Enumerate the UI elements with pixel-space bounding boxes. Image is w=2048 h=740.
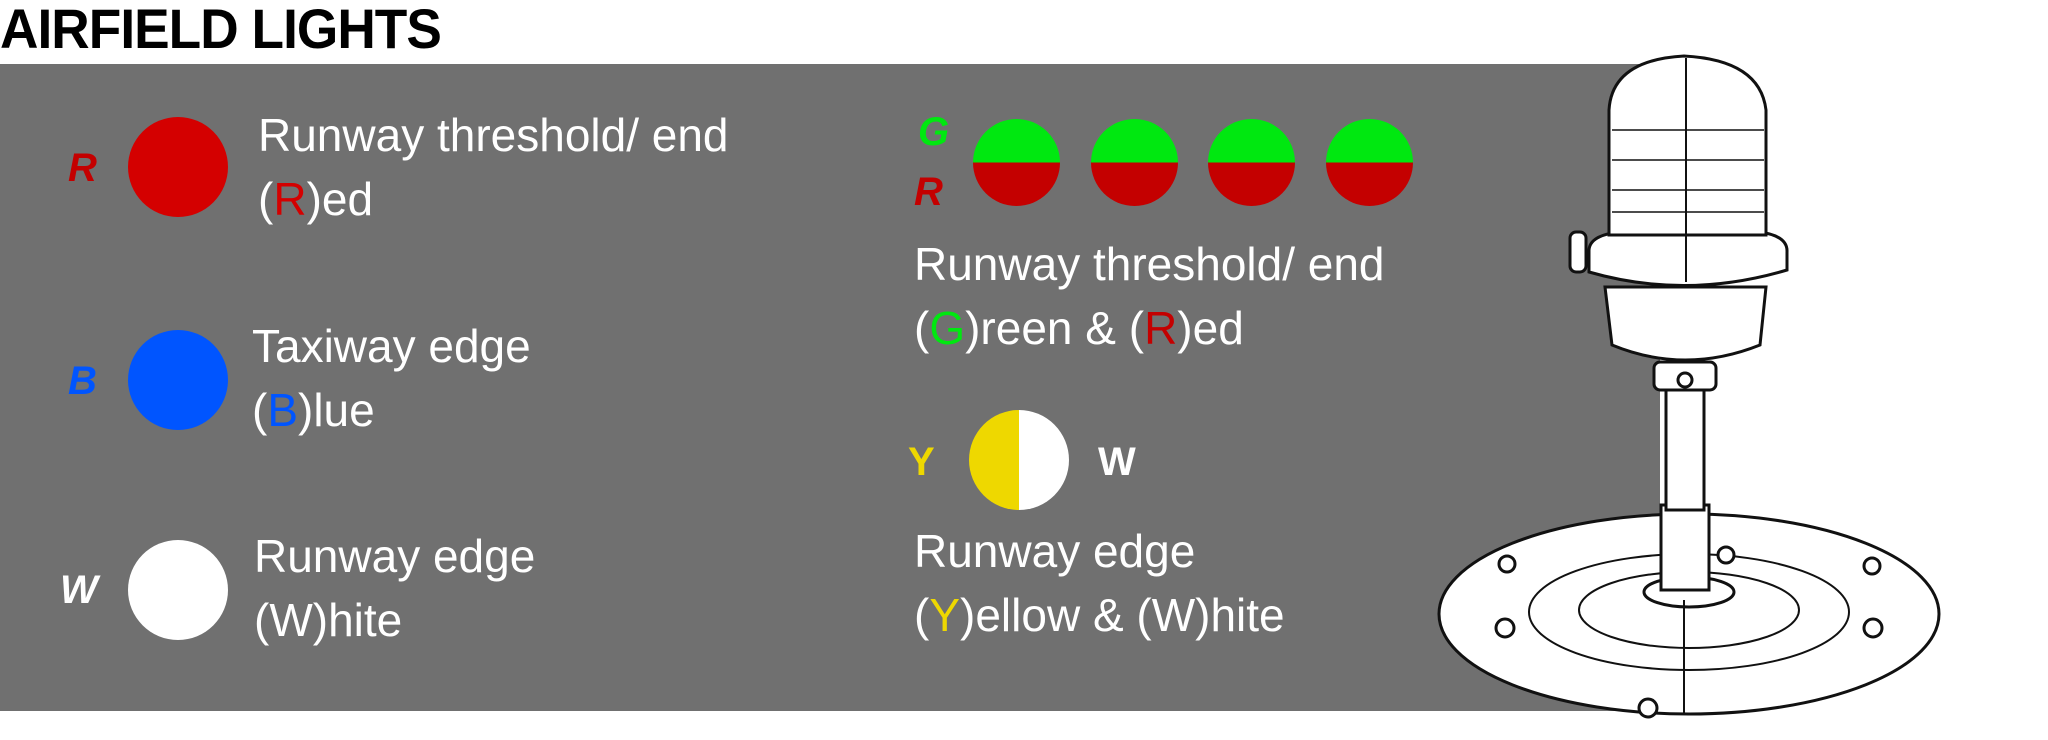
green-red-light-icon bbox=[973, 119, 1060, 206]
blue-label-line1: Taxiway edge bbox=[252, 320, 531, 372]
page-title: AIRFIELD LIGHTS bbox=[0, 0, 442, 60]
blue-label: Taxiway edge (B)lue bbox=[252, 314, 531, 442]
yellow-white-label-line1: Runway edge bbox=[914, 525, 1196, 577]
yellow-white-label: Runway edge (Y)ellow & (W)hite bbox=[914, 519, 1285, 647]
airfield-light-fixture-illustration bbox=[1437, 54, 1941, 719]
red-letter: R bbox=[68, 146, 97, 190]
white-label-line1: Runway edge bbox=[254, 530, 536, 582]
white-light-icon bbox=[128, 540, 228, 640]
white-label: Runway edge (W)hite bbox=[254, 524, 535, 652]
red-label-line2: (R)ed bbox=[258, 173, 374, 225]
red-label: Runway threshold/ end (R)ed bbox=[258, 103, 729, 231]
white-label-line2: (W)hite bbox=[254, 594, 403, 646]
green-red-light-icon bbox=[1326, 119, 1413, 206]
green-red-light-icon bbox=[1208, 119, 1295, 206]
blue-letter: B bbox=[68, 359, 97, 403]
green-red-label-line1: Runway threshold/ end bbox=[914, 238, 1385, 290]
white-letter-2: W bbox=[1098, 440, 1136, 484]
blue-label-line2: (B)lue bbox=[252, 384, 375, 436]
yellow-white-label-line2: (Y)ellow & (W)hite bbox=[914, 589, 1285, 641]
green-letter: G bbox=[918, 110, 950, 154]
green-red-label: Runway threshold/ end (G)reen & (R)ed bbox=[914, 232, 1385, 360]
blue-light-icon bbox=[128, 330, 228, 430]
white-letter: W bbox=[60, 568, 98, 612]
yellow-letter: Y bbox=[908, 440, 935, 484]
red-letter-2: R bbox=[914, 170, 943, 214]
red-label-line1: Runway threshold/ end bbox=[258, 109, 729, 161]
yellow-white-light-icon bbox=[969, 410, 1069, 510]
red-light-icon bbox=[128, 117, 228, 217]
green-red-label-line2: (G)reen & (R)ed bbox=[914, 302, 1244, 354]
green-red-light-icon bbox=[1091, 119, 1178, 206]
